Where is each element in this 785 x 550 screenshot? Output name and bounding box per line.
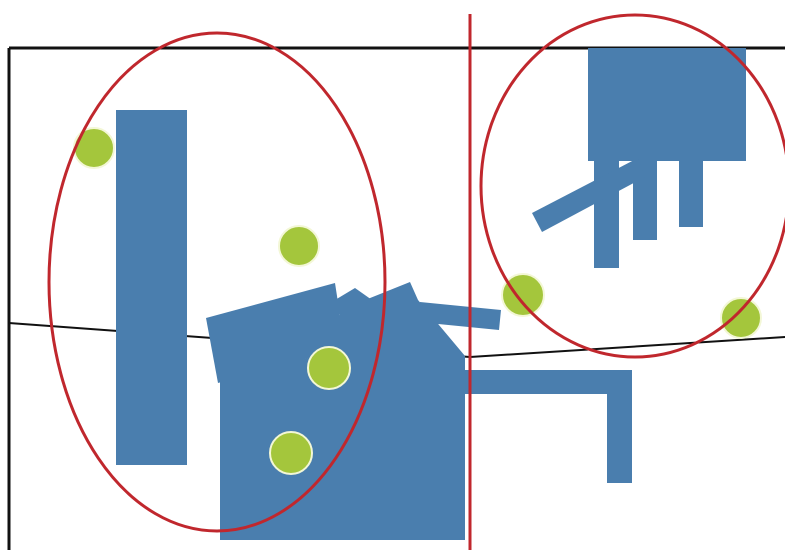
tall-bar-block xyxy=(116,110,187,465)
green-dot-3 xyxy=(308,347,350,389)
green-dot-5 xyxy=(502,274,544,316)
green-dot-2 xyxy=(279,226,319,266)
post-right-block xyxy=(679,160,703,227)
upper-right-box-block xyxy=(588,48,746,161)
table-top-block xyxy=(465,370,632,394)
green-dot-6 xyxy=(721,298,761,338)
blocks xyxy=(116,48,746,540)
table-leg-block xyxy=(607,370,632,483)
horizon-line-right xyxy=(470,337,785,357)
green-dot-4 xyxy=(270,432,312,474)
diagonal-beam-block xyxy=(532,158,645,232)
green-dot-1 xyxy=(74,128,114,168)
